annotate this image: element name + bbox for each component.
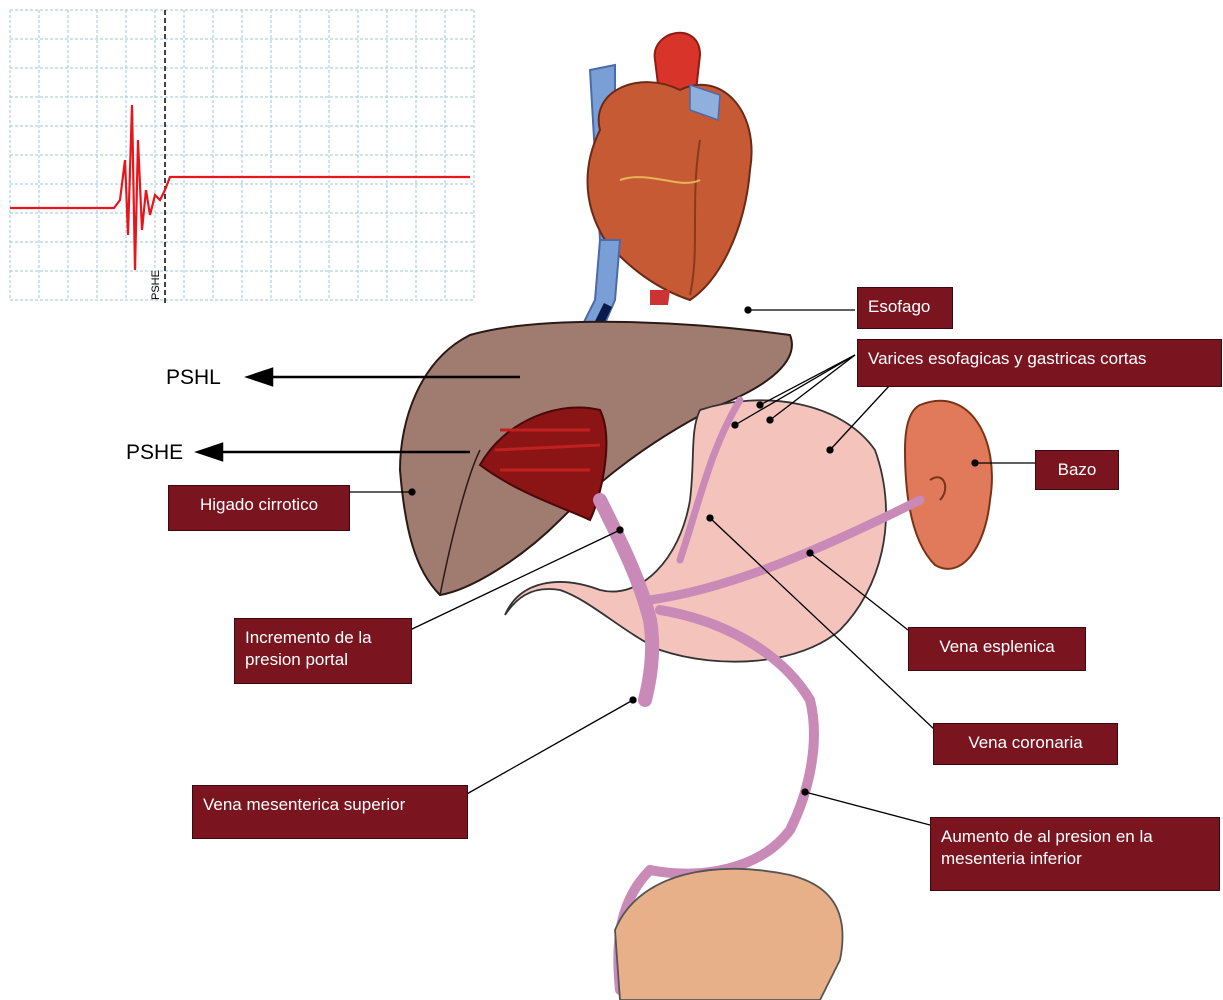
label-higado-cirrotico: Higado cirrotico bbox=[168, 485, 350, 531]
label-bazo: Bazo bbox=[1035, 450, 1119, 490]
label-esofago: Esofago bbox=[857, 287, 953, 329]
tracing-grid bbox=[10, 10, 475, 300]
label-vena-mesenterica-superior: Vena mesenterica superior bbox=[192, 785, 468, 839]
label-incremento-presion-portal: Incremento de la presion portal bbox=[234, 618, 412, 684]
label-vena-coronaria: Vena coronaria bbox=[933, 723, 1118, 765]
pshe-arrow-label: PSHE bbox=[126, 441, 183, 465]
label-varices: Varices esofagicas y gastricas cortas bbox=[857, 339, 1222, 387]
spleen-illustration bbox=[905, 401, 992, 569]
label-mesenteria-inferior: Aumento de al presion en la mesenteria i… bbox=[930, 817, 1220, 891]
colon-illustration bbox=[615, 869, 843, 1000]
pressure-tracing-inset bbox=[10, 10, 475, 305]
label-vena-esplenica: Vena esplenica bbox=[908, 627, 1086, 671]
pshl-arrow-label: PSHL bbox=[166, 366, 221, 390]
inset-pshe-label: PSHE bbox=[150, 270, 162, 300]
pressure-tracing-line bbox=[10, 105, 470, 270]
